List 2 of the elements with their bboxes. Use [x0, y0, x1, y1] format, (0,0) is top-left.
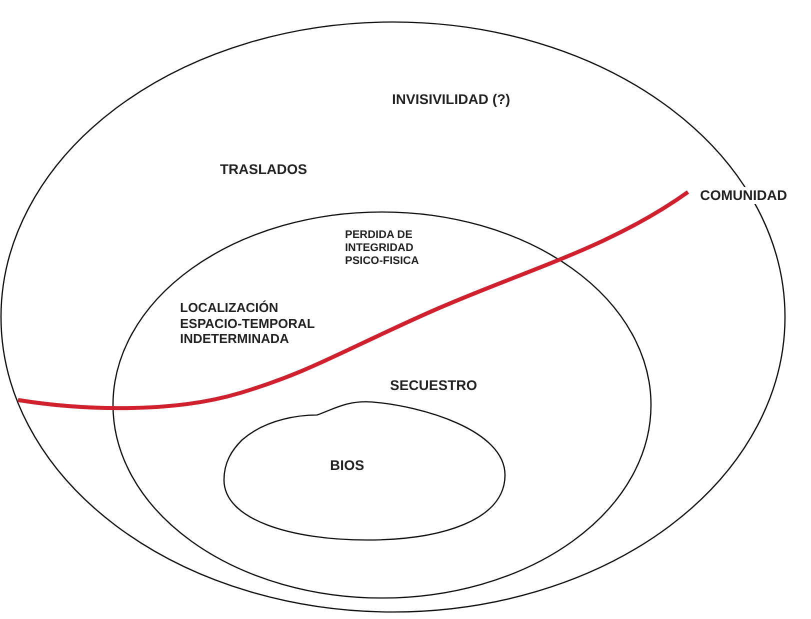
middle-ellipse — [112, 211, 652, 599]
inner-blob — [222, 400, 507, 542]
